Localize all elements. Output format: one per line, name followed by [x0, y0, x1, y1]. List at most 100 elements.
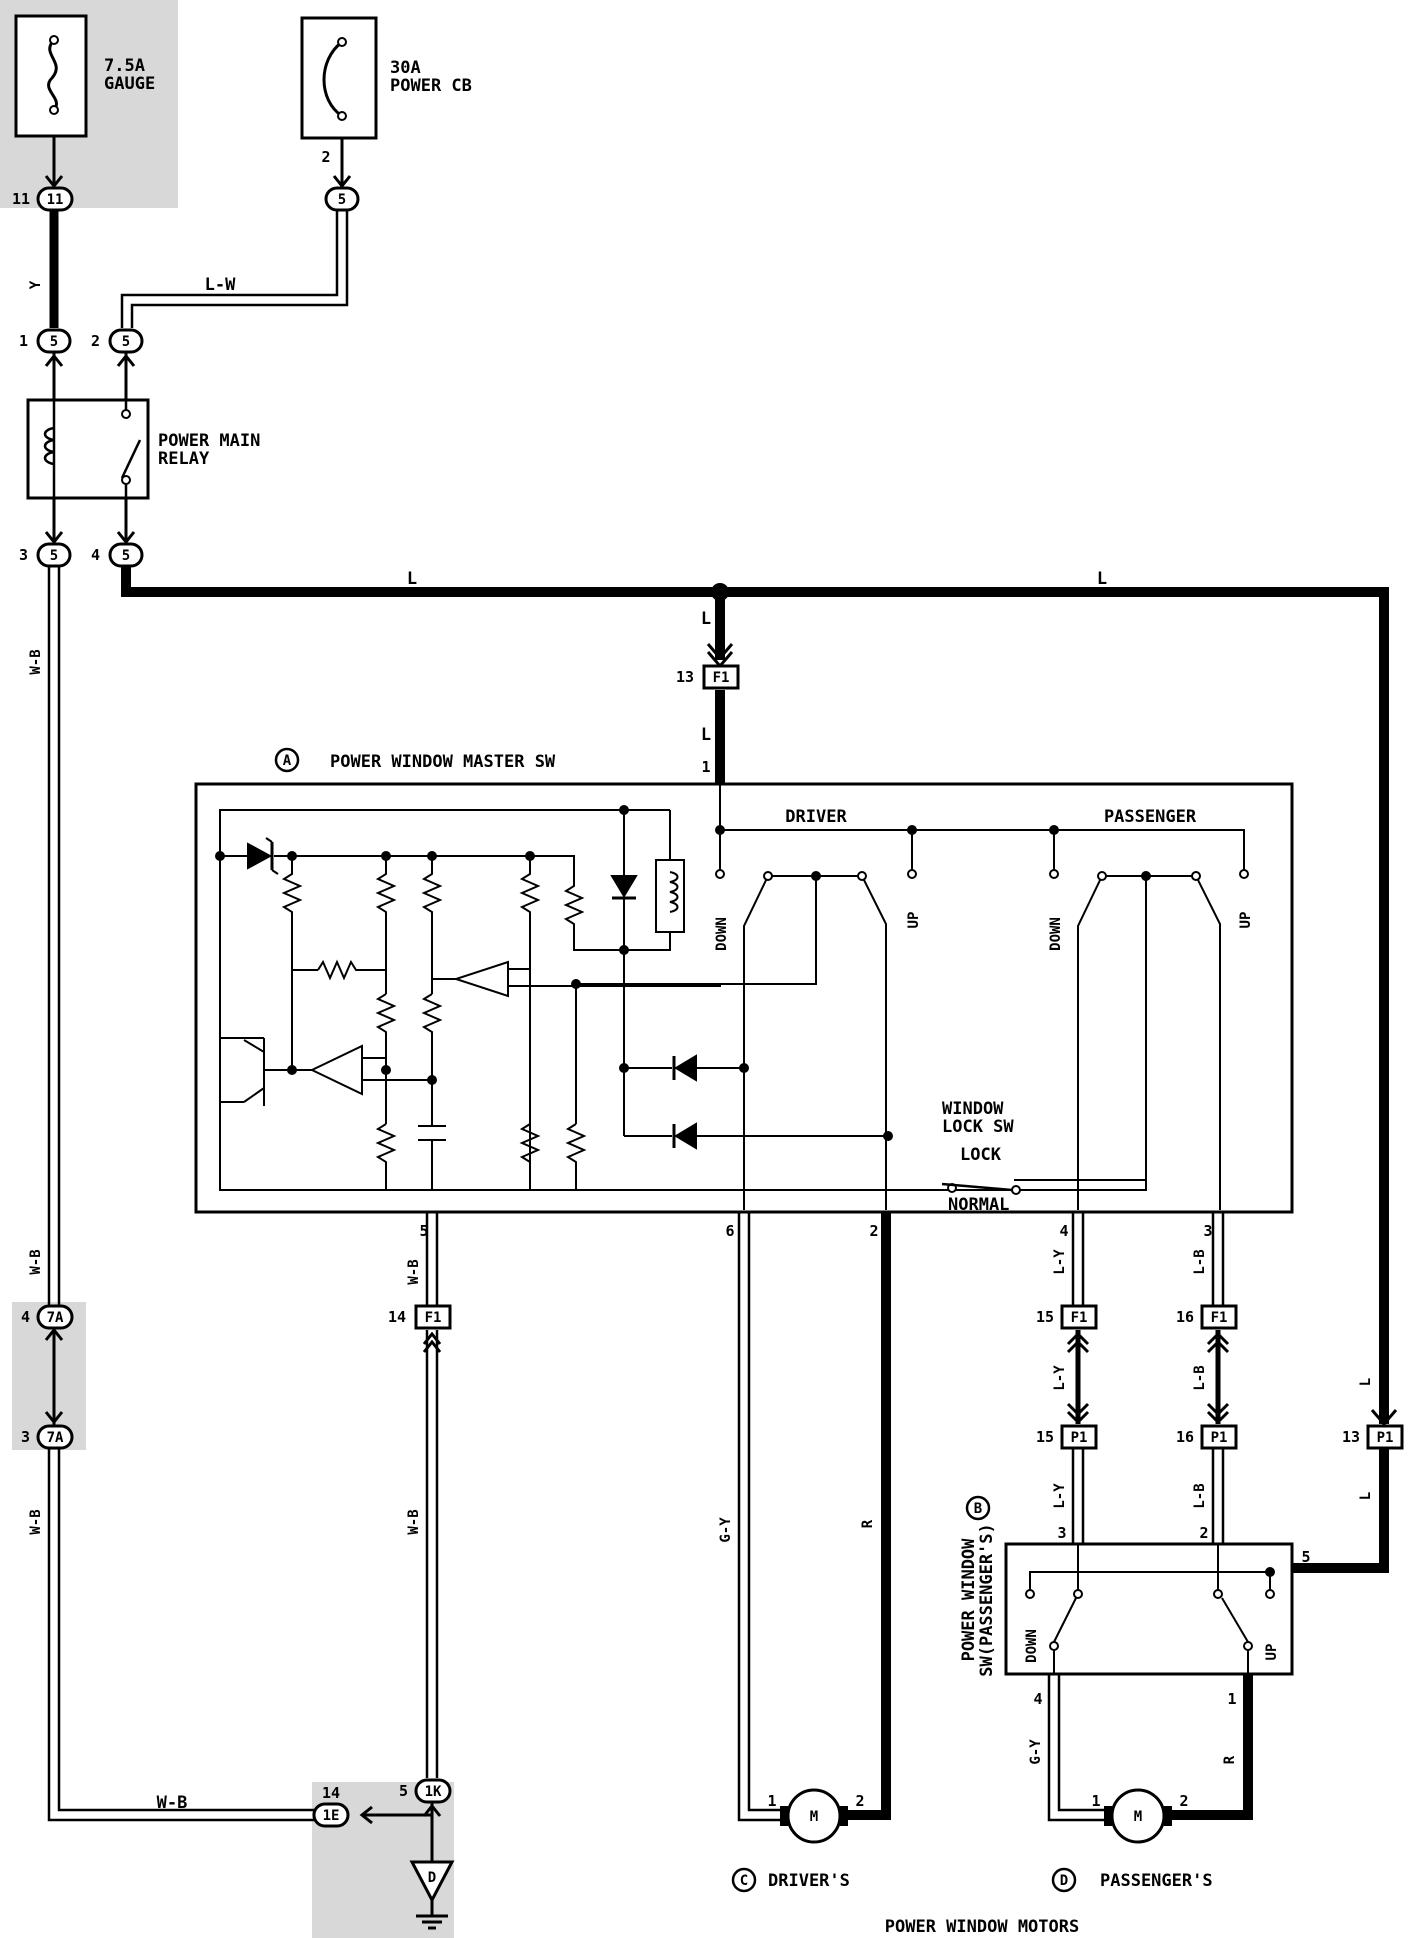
passenger-motor-wires [1047, 1674, 1253, 1822]
resistor-icon [421, 856, 443, 944]
top-wires [44, 136, 352, 328]
driver-motor-label: DRIVER'S [768, 1871, 850, 1891]
svg-text:4: 4 [21, 1308, 30, 1326]
svg-text:1K: 1K [425, 1784, 442, 1800]
driver-motor: M 1 2 [767, 1788, 865, 1844]
resistor-icon [563, 878, 624, 951]
wire-label-lb-3: L-B [1192, 1483, 1208, 1508]
svg-text:16: 16 [1176, 1308, 1194, 1326]
relay-name-line1: POWER MAIN [158, 431, 260, 451]
svg-text:13: 13 [676, 668, 694, 686]
driver-up-label: UP [906, 912, 922, 929]
comparator-icon [452, 960, 509, 998]
wire-label-wb-6: W-B [406, 1509, 422, 1534]
fuse-icon [47, 38, 58, 111]
ground-letter: D [428, 1870, 436, 1886]
passenger-motor: M 1 2 [1091, 1788, 1189, 1844]
lock-switch-icon [941, 1182, 1013, 1192]
svg-text:F1: F1 [1211, 1310, 1228, 1326]
connector-5-pin-4: 5 4 [91, 542, 144, 568]
connector-1e-pin-14: 1E 14 [312, 1784, 350, 1828]
svg-text:3: 3 [21, 1428, 30, 1446]
wire-label-r-driver: R [860, 1519, 876, 1528]
ground-wire-wb [359, 1212, 442, 1862]
connector-7a-pin-3: 7A 3 [21, 1424, 74, 1450]
wire-label-l-p1-bottom: L [1358, 1492, 1374, 1500]
svg-text:7A: 7A [47, 1430, 64, 1446]
left-wb-wire [44, 566, 320, 1822]
motor-labels: C DRIVER'S D PASSENGER'S POWER WINDOW MO… [731, 1867, 1213, 1937]
wire-label-l-f1-bottom: L [701, 725, 711, 745]
resistor-icon [317, 959, 386, 981]
relay-name-line2: RELAY [158, 449, 210, 469]
master-sw-switch-network [576, 784, 1249, 1210]
wire-label-l-p1-top: L [1358, 1378, 1374, 1386]
svg-text:2: 2 [91, 332, 100, 350]
resistor-icon [375, 1123, 397, 1190]
svg-text:1E: 1E [323, 1808, 340, 1824]
relay-switch-icon [120, 439, 142, 479]
top-connectors: 11 11 5 2 5 1 5 2 Y L-W [12, 148, 360, 354]
wire-label-gy-passenger: G-Y [1028, 1739, 1044, 1765]
master-sw-pin-1: 1 [701, 758, 710, 776]
label-passenger: PASSENGER [1104, 807, 1197, 827]
connector-p1-pin-13: P1 13 [1342, 1424, 1404, 1450]
wire-label-wb-3: W-B [28, 1509, 44, 1534]
svg-text:13: 13 [1342, 1428, 1360, 1446]
svg-text:14: 14 [388, 1308, 406, 1326]
driver-motor-pin-2: 2 [855, 1792, 864, 1810]
wire-label-wb-2: W-B [28, 1249, 44, 1274]
connector-f1-pin-14: F1 14 [388, 1304, 452, 1330]
passenger-sw-pin-4: 4 [1033, 1690, 1042, 1708]
svg-text:11: 11 [12, 190, 30, 208]
passenger-motor-pin-1: 1 [1091, 1792, 1100, 1810]
main-l-bus [121, 566, 1389, 1428]
circuit-breaker-icon [322, 40, 343, 118]
wire-label-lb-1: L-B [1192, 1249, 1208, 1274]
svg-text:1: 1 [19, 332, 28, 350]
master-sw-title: POWER WINDOW MASTER SW [330, 752, 556, 772]
wire-label-l-left: L [407, 569, 417, 589]
passenger-motor-label: PASSENGER'S [1100, 1871, 1213, 1891]
window-lock-sw-line1: WINDOW [942, 1099, 1004, 1119]
passenger-sw-pin-3: 3 [1057, 1524, 1066, 1542]
wire-label-l-f1-top: L [701, 609, 711, 629]
svg-text:14: 14 [322, 1784, 340, 1802]
resistor-icon [565, 1123, 587, 1190]
svg-text:P1: P1 [1377, 1430, 1394, 1446]
svg-text:7A: 7A [47, 1310, 64, 1326]
svg-text:M: M [1134, 1809, 1142, 1825]
passenger-sw-letter: B [974, 1501, 982, 1517]
gauge-fuse-rating: 7.5A [104, 56, 145, 76]
passenger-sw-pin-1: 1 [1227, 1690, 1236, 1708]
connector-5-pin-2: 5 2 [91, 328, 144, 354]
motor-icon [786, 1788, 842, 1844]
passenger-down-label: DOWN [1048, 917, 1064, 951]
connector-p1-pin-16: P1 16 [1176, 1424, 1238, 1450]
passenger-up-label: UP [1238, 912, 1254, 929]
svg-text:M: M [810, 1809, 818, 1825]
passenger-sw-pin-5: 5 [1301, 1548, 1310, 1566]
svg-text:4: 4 [91, 546, 100, 564]
svg-text:F1: F1 [713, 670, 730, 686]
diode-icon [610, 875, 638, 898]
wire-label-wb-5: W-B [406, 1259, 422, 1284]
svg-text:5: 5 [50, 334, 58, 350]
passenger-sw-contacts [1025, 1544, 1275, 1674]
svg-text:16: 16 [1176, 1428, 1194, 1446]
power-window-motors-title: POWER WINDOW MOTORS [885, 1917, 1079, 1937]
svg-text:2: 2 [321, 148, 330, 166]
master-sw-letter: A [283, 753, 292, 769]
motor-icon [1110, 1788, 1166, 1844]
window-lock-sw-line2: LOCK SW [942, 1117, 1014, 1137]
ground-icon [409, 1860, 455, 1904]
comparator-icon [309, 1044, 363, 1096]
svg-text:15: 15 [1036, 1428, 1054, 1446]
power-cb: 30A POWER CB [300, 16, 472, 140]
driver-motor-pin-1: 1 [767, 1792, 776, 1810]
connector-f1-pin-13: F1 13 [676, 664, 740, 690]
passenger-sw-name-line2: SW(PASSENGER'S) [977, 1523, 997, 1677]
driver-motor-wires [737, 1212, 891, 1822]
resistor-icon [375, 856, 397, 940]
